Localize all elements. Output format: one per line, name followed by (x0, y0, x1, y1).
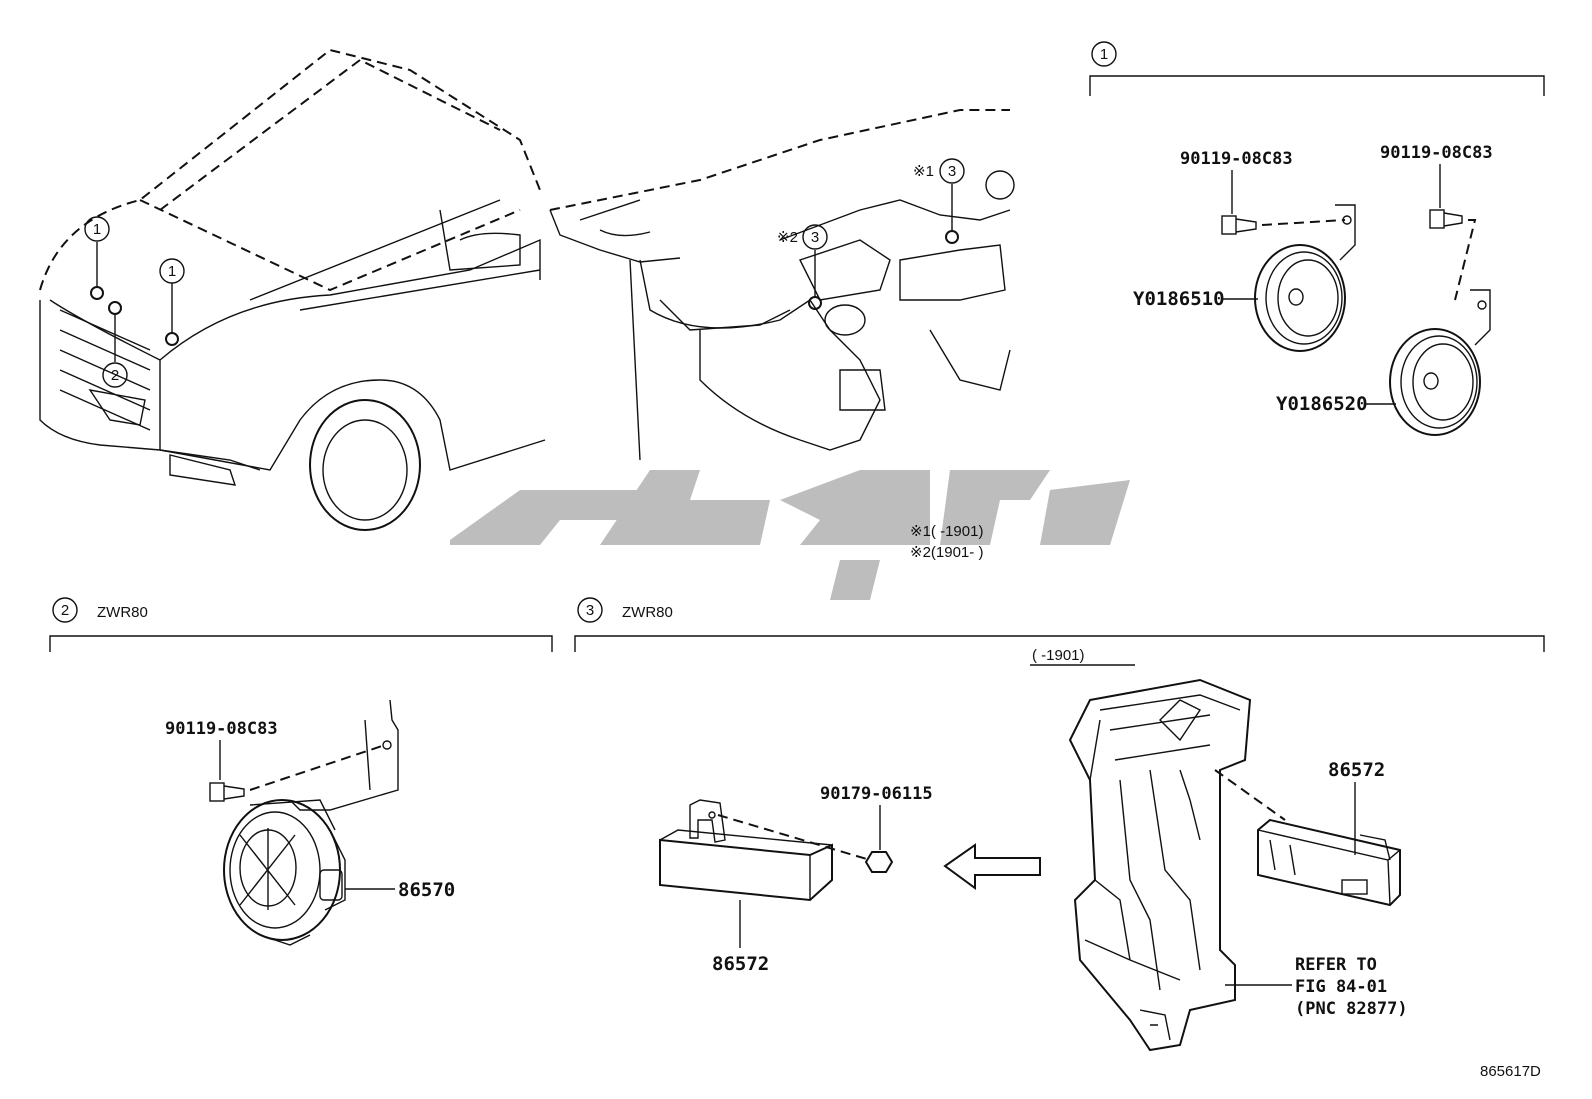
section-2-bracket (49, 635, 553, 652)
section-3-bracket (574, 635, 1545, 652)
callout-1-right: 1 (168, 263, 176, 280)
section-3-module-right-label: 86572 (1328, 759, 1385, 781)
refer-line-2: FIG 84-01 (1295, 977, 1387, 997)
callout-2: 2 (111, 367, 119, 384)
section-1-bolt-b-label: 90119-08C83 (1380, 143, 1493, 163)
bolt-icon (209, 782, 245, 802)
mounting-bracket (1068, 678, 1252, 1052)
watermark-logo (450, 470, 1130, 600)
buzzer-86570 (223, 699, 399, 946)
refer-line-1: REFER TO (1295, 955, 1377, 975)
section-3-nut-label: 90179-06115 (820, 784, 933, 804)
callout-3-center: 3 (811, 229, 819, 246)
callout-3-right: 3 (948, 163, 956, 180)
section-2-model: ZWR80 (97, 604, 148, 621)
section-3-date-range: ( -1901) (1032, 647, 1085, 664)
section-2-bolt-label: 90119-08C83 (165, 719, 278, 739)
nut-icon (864, 851, 894, 873)
section-3-module-left-label: 86572 (712, 953, 769, 975)
section-1-horn-a-label: Y0186510 (1133, 288, 1225, 310)
note-1: ※1( -1901) (910, 523, 983, 540)
callout-1-left: 1 (93, 221, 101, 238)
section-3-number: 3 (586, 602, 594, 619)
direction-arrow (943, 843, 1041, 890)
section-1-number: 1 (1100, 46, 1108, 63)
figure-code: 865617D (1480, 1063, 1541, 1080)
note-mark-2: ※2 (777, 229, 798, 246)
section-3-model: ZWR80 (622, 604, 673, 621)
section-1-horn-b-label: Y0186520 (1276, 393, 1368, 415)
section-1-bolt-a-label: 90119-08C83 (1180, 149, 1293, 169)
refer-line-3: (PNC 82877) (1295, 999, 1408, 1019)
section-1-bracket (1089, 75, 1545, 96)
section-2-number: 2 (61, 602, 69, 619)
note-mark-1: ※1 (913, 163, 934, 180)
bolt-icon (1221, 215, 1257, 235)
bolt-icon (1429, 209, 1463, 229)
horn-y0186520 (1389, 289, 1491, 436)
control-module-86572-right (1257, 818, 1401, 907)
horn-y0186510 (1254, 204, 1356, 352)
note-2: ※2(1901- ) (910, 544, 983, 561)
section-2-part-label: 86570 (398, 879, 455, 901)
vehicle-front-illustration (39, 48, 546, 531)
dashboard-illustration (549, 109, 1015, 461)
control-module-86572-left (659, 799, 833, 902)
